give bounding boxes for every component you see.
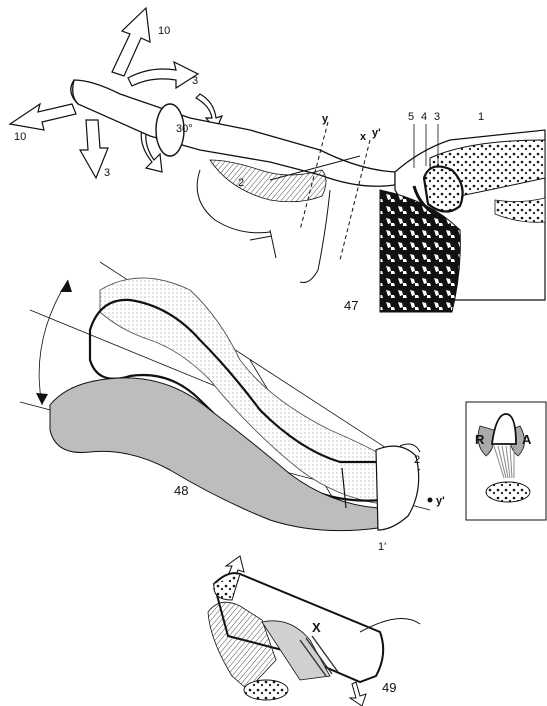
axis-y-label: y: [322, 113, 329, 125]
inset-base-bone: [486, 482, 530, 502]
arc-arrow-head-bottom-icon: [36, 393, 48, 405]
figure-49: X 49: [208, 556, 420, 706]
arrow-label-up: 10: [158, 25, 170, 37]
joint-capsule: [376, 446, 419, 530]
arrow-label-right: 3: [192, 75, 198, 87]
figure-number-48: 48: [174, 483, 188, 498]
inset-box: R A: [466, 402, 546, 520]
arrow-right-icon: [128, 62, 198, 88]
figure-number-49: 49: [382, 680, 396, 695]
inset-label-r: R: [475, 432, 485, 447]
label-1-prime: 1': [378, 541, 386, 553]
label-y-prime: y': [436, 495, 445, 507]
axis-point: [428, 498, 433, 503]
joint-label-1: 1: [478, 111, 484, 123]
label-x: X: [312, 620, 321, 635]
joint-label-4: 4: [421, 111, 427, 123]
arrow-label-down: 3: [104, 167, 110, 179]
axis-y-prime-label: y': [372, 127, 381, 139]
joint-label-3: 3: [434, 111, 440, 123]
joint-label-5: 5: [408, 111, 414, 123]
base-bone-49: [244, 680, 288, 700]
arc-arrow-head-top-icon: [60, 280, 72, 292]
rotation-label: 30°: [176, 123, 193, 135]
arrow-label-left: 10: [14, 131, 26, 143]
figure-47: 10 3 10 3 30° 2 y x y': [10, 8, 545, 313]
figure-number-47: 47: [344, 298, 358, 313]
figure-48: 2 1' y' 48 R A: [20, 262, 546, 553]
muscle-label: 2: [238, 177, 244, 189]
inset-label-a: A: [522, 432, 532, 447]
arrow-left-icon: [10, 104, 76, 130]
label-2: 2: [414, 454, 420, 466]
arrow-up-right-icon: [112, 8, 150, 76]
arrow-down-icon-49: [350, 682, 366, 706]
axis-x-label: x: [360, 131, 367, 143]
